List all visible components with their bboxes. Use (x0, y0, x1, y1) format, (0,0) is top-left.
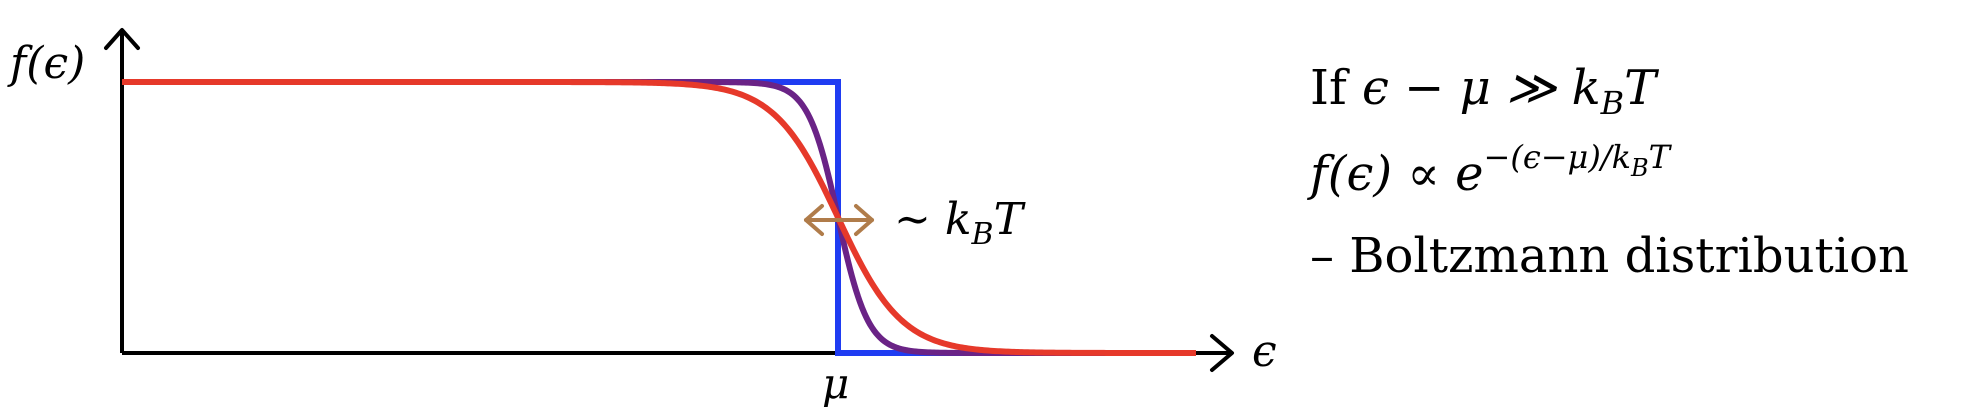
y-axis-label: f(ϵ) (7, 38, 85, 89)
x-axis-arrowhead (1210, 334, 1234, 372)
step-curve-zero-temperature (122, 79, 1196, 356)
y-axis-arrowhead (104, 28, 140, 50)
x-axis-label: ϵ (1252, 326, 1277, 377)
annotation-line-2: f(ϵ) ∝ e−(ϵ−μ)/kBT (1307, 138, 1673, 202)
fermi-curve-high-temperature (122, 79, 1196, 356)
thermal-width-arrow (804, 204, 874, 236)
annotation-line-1: If ϵ − μ ≫ kBT (1310, 60, 1659, 122)
annotation-line-3: – Boltzmann distribution (1310, 228, 1909, 284)
fermi-curve-low-temperature (122, 79, 1196, 356)
mu-tick-label: μ (822, 359, 849, 408)
width-label: ∼ kBT (894, 194, 1027, 252)
